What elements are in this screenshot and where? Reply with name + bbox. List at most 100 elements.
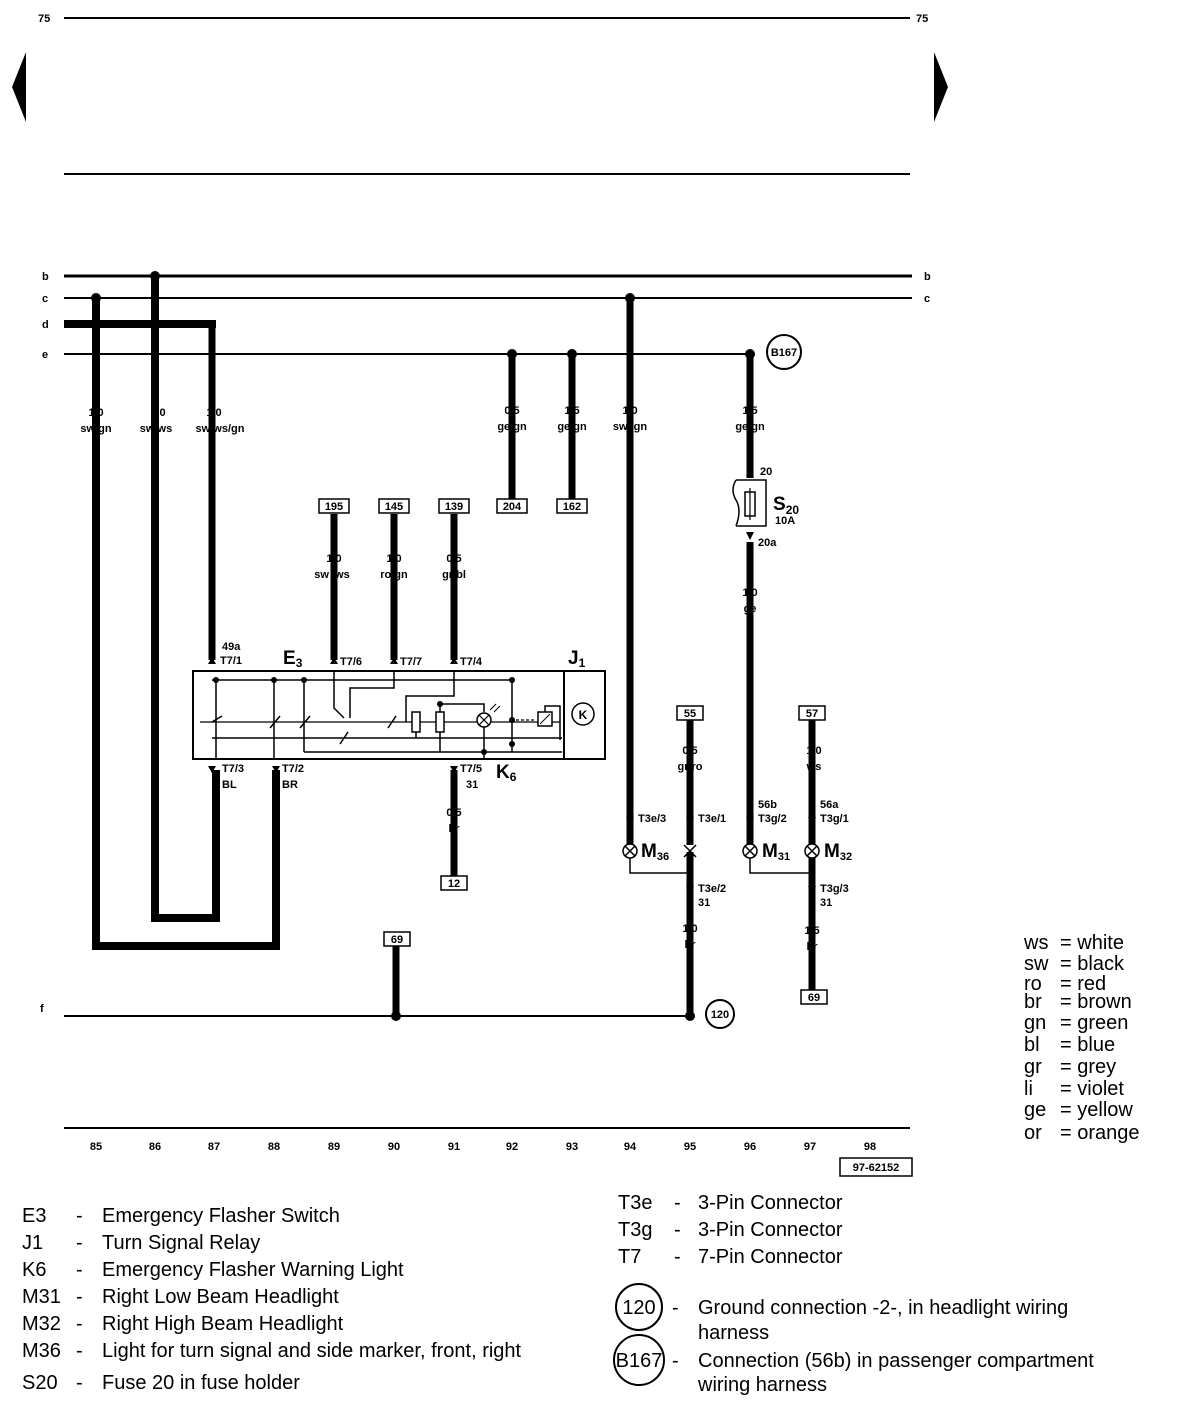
ground-list-code: B167 xyxy=(616,1350,663,1372)
wire-color-89: sw /ws xyxy=(314,569,349,581)
comp-m36-sub: 36 xyxy=(657,851,669,863)
ref-box-57[interactable]: 57 xyxy=(798,705,826,721)
relay-j1-icon xyxy=(571,702,595,726)
wire-94-return xyxy=(629,852,690,874)
wire-size-87: 1,0 xyxy=(206,407,221,419)
svg-text:S20: S20 xyxy=(773,494,799,517)
wire-color-86: sw/ws xyxy=(140,423,172,435)
svg-text:gn: gn xyxy=(1024,1012,1046,1034)
lamp-m32-icon xyxy=(804,843,820,859)
svg-text:sw: sw xyxy=(1024,953,1049,975)
svg-text:M31: M31 xyxy=(762,841,790,863)
legend-code: bl xyxy=(1024,1034,1040,1056)
ground-point-120-label: 120 xyxy=(711,1009,729,1021)
ground-list-line2: harness xyxy=(698,1322,769,1344)
rail-label-c: c xyxy=(42,293,48,305)
comp-desc: Turn Signal Relay xyxy=(102,1232,260,1254)
ground-list-dash: - xyxy=(672,1350,679,1372)
svg-text:J1: J1 xyxy=(568,648,586,670)
svg-text:ws: ws xyxy=(1023,932,1048,954)
component-list-right: T3e - 3-Pin Connector T3g - 3-Pin Connec… xyxy=(618,1192,843,1268)
pin-t73: T7/3 xyxy=(222,763,244,775)
col-88: 88 xyxy=(268,1141,280,1153)
pin-t72: T7/2 xyxy=(282,763,304,775)
ref-12-label: 12 xyxy=(448,878,460,890)
ref-box-162[interactable]: 162 xyxy=(556,498,588,514)
pin-t3e3: T3e/3 xyxy=(638,813,666,825)
column-scale: 85 86 87 88 89 90 91 92 93 94 95 96 97 9… xyxy=(64,1127,913,1177)
comp-k6-sub: 6 xyxy=(510,770,517,784)
ref-box-12[interactable]: 12 xyxy=(440,875,468,891)
block-dots xyxy=(213,677,515,755)
lamp-m36-icon xyxy=(622,843,638,859)
page-number-right: 75 xyxy=(916,13,928,25)
fuse-code: S xyxy=(773,494,786,515)
col-97: 97 xyxy=(804,1141,816,1153)
wire-color-95b: br xyxy=(685,939,697,951)
page-header: 75 75 xyxy=(12,13,948,175)
pin-t77: T7/7 xyxy=(400,656,422,668)
connection-point-b167-label: B167 xyxy=(771,347,797,359)
svg-text:M36: M36 xyxy=(641,841,669,863)
wire-size-96: 1,5 xyxy=(742,405,757,417)
comp-code: T3e xyxy=(618,1192,652,1214)
comp-code: T7 xyxy=(618,1246,641,1268)
next-page-arrow-icon[interactable] xyxy=(934,52,948,122)
comp-desc: Right High Beam Headlight xyxy=(102,1313,344,1335)
wire-size-96b: 1,0 xyxy=(742,587,757,599)
wire-size-91b: 0,5 xyxy=(446,807,461,819)
legend-name: violet xyxy=(1077,1078,1124,1100)
col-89: 89 xyxy=(328,1141,340,1153)
ref-box-69-b[interactable]: 69 xyxy=(800,989,828,1005)
pin-t3e1: T3e/1 xyxy=(698,813,726,825)
wire-labels: 1,0 sw/gn 1,0 sw/ws 1,0 sw/ws/gn 0,5 ge/… xyxy=(80,405,821,953)
col-91: 91 xyxy=(448,1141,460,1153)
ground-point-120[interactable]: 120 xyxy=(705,999,735,1029)
svg-text:= brown: = brown xyxy=(1060,991,1132,1013)
ref-box-69[interactable]: 69 xyxy=(383,931,411,947)
pin-t3g2: T3g/2 xyxy=(758,813,787,825)
col-98: 98 xyxy=(864,1141,876,1153)
legend-name: grey xyxy=(1077,1056,1116,1078)
previous-page-arrow-icon[interactable] xyxy=(12,52,26,122)
legend-code: br xyxy=(1024,991,1042,1013)
connection-point-b167[interactable]: B167 xyxy=(766,334,802,370)
ref-box-145[interactable]: 145 xyxy=(378,498,410,514)
relay-j1-symbol: K xyxy=(579,708,588,722)
comp-code: M36 xyxy=(22,1340,61,1362)
ref-55-label: 55 xyxy=(684,708,696,720)
comp-m32-main: M xyxy=(824,841,840,862)
component-labels: E3 J1 K6 M36 M31 M32 xyxy=(283,648,852,863)
ref-box-195[interactable]: 195 xyxy=(318,498,350,514)
legend-name: yellow xyxy=(1077,1099,1133,1121)
ground-list-dash: - xyxy=(672,1297,679,1319)
wire-size-85: 1,0 xyxy=(88,407,103,419)
rail-label-b-right: b xyxy=(924,271,931,283)
junction-dots xyxy=(91,271,815,1021)
pin-t75-term: 31 xyxy=(466,779,478,791)
comp-dash: - xyxy=(76,1205,83,1227)
col-95: 95 xyxy=(684,1141,696,1153)
svg-text:bl: bl xyxy=(1024,1034,1040,1056)
wire-color-96: ge/gn xyxy=(735,421,765,433)
comp-desc: Light for turn signal and side marker, f… xyxy=(102,1340,522,1362)
wire-86-87-loop xyxy=(151,276,220,922)
legend-code: gn xyxy=(1024,1012,1046,1034)
ref-69-b-label: 69 xyxy=(808,992,820,1004)
svg-text:K6: K6 xyxy=(496,762,517,784)
svg-text:li: li xyxy=(1024,1078,1033,1100)
svg-text:= violet: = violet xyxy=(1060,1078,1124,1100)
comp-desc: Fuse 20 in fuse holder xyxy=(102,1372,300,1394)
ref-195-label: 195 xyxy=(325,501,343,513)
col-87: 87 xyxy=(208,1141,220,1153)
pin-t3g2-term: 56b xyxy=(758,799,777,811)
rails: b b c c d e f xyxy=(40,271,931,1017)
comp-code: J1 xyxy=(22,1232,43,1254)
ref-69-label: 69 xyxy=(391,934,403,946)
wire-size-97b: 1,5 xyxy=(804,925,819,937)
ref-box-139[interactable]: 139 xyxy=(438,498,470,514)
ref-162-label: 162 xyxy=(563,501,581,513)
ref-box-204[interactable]: 204 xyxy=(496,498,528,514)
ref-box-55[interactable]: 55 xyxy=(676,705,704,721)
reference-boxes: 195 145 139 204 162 55 57 12 69 69 xyxy=(318,498,828,1005)
